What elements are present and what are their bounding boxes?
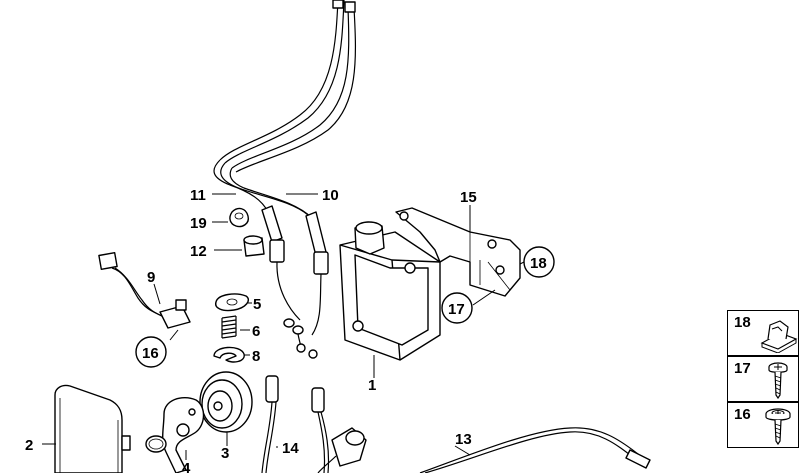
pulley-3 (199, 371, 253, 433)
callout-16: 16 (142, 345, 159, 362)
callout-6: 6 (252, 323, 260, 340)
callout-circle-17 (441, 292, 473, 324)
cover-2 (54, 384, 131, 473)
legend-cell-18: 18 (727, 310, 799, 356)
cable-14 (261, 375, 367, 473)
callout-13: 13 (455, 431, 472, 448)
canister-1 (339, 221, 441, 361)
callout-2: 2 (25, 437, 33, 454)
callout-8: 8 (252, 348, 260, 365)
bowden-cables (213, 0, 357, 359)
leader-lines (42, 193, 525, 460)
clip-nut-icon (760, 320, 798, 353)
callout-18: 18 (530, 255, 547, 272)
washer-screw-icon (765, 408, 791, 445)
callout-19: 19 (190, 215, 207, 232)
callout-circle-18 (523, 246, 555, 278)
legend-cell-17: 17 (727, 356, 799, 402)
grommet-19 (229, 207, 250, 228)
fastener-legend: 18 17 16 (727, 310, 799, 473)
legend-cell-16: 16 (727, 402, 799, 448)
callout-14: 14 (282, 440, 299, 457)
callout-4: 4 (182, 460, 191, 473)
clip-5 (215, 293, 250, 312)
screw-icon (768, 362, 788, 399)
circlip-8 (213, 346, 245, 363)
callout-10: 10 (322, 187, 339, 204)
harness-9 (98, 252, 191, 329)
legend-label-16: 16 (734, 406, 751, 423)
callout-1: 1 (368, 377, 376, 394)
lever-4 (162, 396, 205, 473)
legend-label-17: 17 (734, 360, 751, 377)
spring-6 (221, 315, 237, 339)
ring-part (145, 435, 167, 453)
callout-circle-16 (135, 336, 167, 368)
callout-9: 9 (147, 269, 155, 286)
bracket-15 (395, 207, 521, 297)
callout-5: 5 (253, 296, 261, 313)
callout-12: 12 (190, 243, 207, 260)
legend-label-18: 18 (734, 314, 751, 331)
callout-11: 11 (190, 187, 206, 204)
callout-15: 15 (460, 189, 477, 206)
callout-3: 3 (221, 445, 229, 462)
cable-13 (419, 427, 651, 473)
bushing-12 (243, 235, 265, 257)
callout-17: 17 (448, 301, 465, 318)
